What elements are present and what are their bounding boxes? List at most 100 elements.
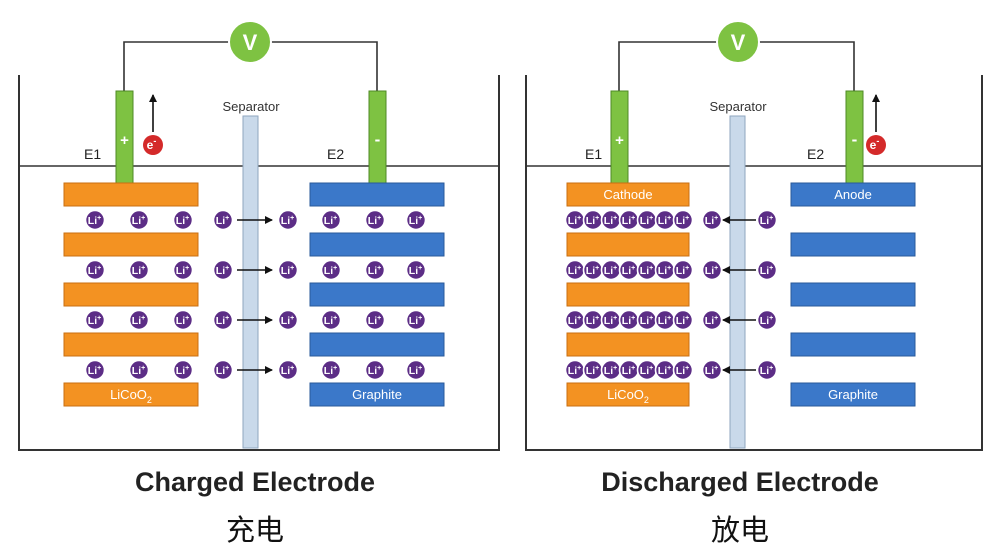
charged-anode-ion-r2-1-label: Li+ bbox=[324, 265, 337, 277]
discharged-voltmeter bbox=[716, 20, 760, 64]
discharged-transit-ion-b-r3 bbox=[756, 309, 778, 331]
discharged-cathode-ion-r4-2-label: Li+ bbox=[586, 365, 599, 377]
discharged-cathode-ion-r3-7 bbox=[672, 309, 694, 331]
charged-anode-ion-r4-1 bbox=[320, 359, 342, 381]
discharged-transit-ion-b-r4-label: Li+ bbox=[760, 365, 773, 377]
discharged-transit-ion-a-r2 bbox=[701, 259, 723, 281]
discharged-cathode-ion-r4-7-label: Li+ bbox=[676, 365, 689, 377]
charged-cathode-ion-r3-1 bbox=[84, 309, 106, 331]
discharged-cathode-ion-r1-7 bbox=[672, 209, 694, 231]
charged-transit-ion-b-r2-label: Li+ bbox=[281, 265, 294, 277]
charged-cathode-ion-r4-1-label: Li+ bbox=[88, 365, 101, 377]
discharged-licoo2-label: LiCoO2 bbox=[607, 387, 649, 405]
discharged-cathode-ion-r4-3-label: Li+ bbox=[604, 365, 617, 377]
discharged-cathode-ion-r4-7 bbox=[672, 359, 694, 381]
charged-anode-ion-r3-3-label: Li+ bbox=[409, 315, 422, 327]
discharged-graphite-label: Graphite bbox=[828, 387, 878, 402]
charged-transit-ion-a-r3-label: Li+ bbox=[216, 315, 229, 327]
discharged-cathode-ion-r3-6-label: Li+ bbox=[658, 315, 671, 327]
discharged-cathode-label: Cathode bbox=[603, 187, 652, 202]
discharged-cathode-plate-1 bbox=[566, 182, 690, 207]
discharged-transit-ion-a-r1-label: Li+ bbox=[705, 215, 718, 227]
charged-cathode-ion-r3-3-label: Li+ bbox=[176, 315, 189, 327]
discharged-transit-ion-b-r2 bbox=[756, 259, 778, 281]
charged-anode-ion-r2-2-label: Li+ bbox=[368, 265, 381, 277]
charged-transit-ion-b-r1 bbox=[277, 209, 299, 231]
charged-wire-right bbox=[271, 41, 378, 91]
discharged-cathode-ion-r2-6-label: Li+ bbox=[658, 265, 671, 277]
discharged-anode-plate-2 bbox=[790, 232, 916, 257]
charged-anode-ion-r1-3 bbox=[405, 209, 427, 231]
charged-cathode-plate-4 bbox=[63, 332, 199, 357]
charged-separator-label: Separator bbox=[222, 99, 280, 114]
discharged-cathode-ion-r3-3-label: Li+ bbox=[604, 315, 617, 327]
charged-anode-ion-r3-2 bbox=[364, 309, 386, 331]
charged-cathode-ion-r4-2-label: Li+ bbox=[132, 365, 145, 377]
charged-graphite-label: Graphite bbox=[352, 387, 402, 402]
discharged-cathode-ion-r2-2-label: Li+ bbox=[586, 265, 599, 277]
charged-transit-ion-a-r2-label: Li+ bbox=[216, 265, 229, 277]
charged-wire-left bbox=[123, 41, 229, 91]
charged-transit-ion-b-r3 bbox=[277, 309, 299, 331]
discharged-cathode-ion-r3-1-label: Li+ bbox=[568, 315, 581, 327]
discharged-cathode-ion-r3-2-label: Li+ bbox=[586, 315, 599, 327]
charged-cathode-ion-r2-2 bbox=[128, 259, 150, 281]
charged-cathode-ion-r4-3 bbox=[172, 359, 194, 381]
discharged-electron bbox=[866, 135, 886, 155]
charged-cathode-ion-r2-2-label: Li+ bbox=[132, 265, 145, 277]
discharged-cathode-plate-3 bbox=[566, 282, 690, 307]
discharged-cathode-plate-4 bbox=[566, 332, 690, 357]
discharged-cathode-ion-r2-5-label: Li+ bbox=[640, 265, 653, 277]
charged-anode-ion-r4-2-label: Li+ bbox=[368, 365, 381, 377]
charged-anode-ion-r2-3-label: Li+ bbox=[409, 265, 422, 277]
charged-transit-ion-a-r4-label: Li+ bbox=[216, 365, 229, 377]
discharged-transit-ion-a-r3 bbox=[701, 309, 723, 331]
charged-cathode-ion-r1-2 bbox=[128, 209, 150, 231]
charged-anode-ion-r1-2 bbox=[364, 209, 386, 231]
charged-anode-ion-r2-2 bbox=[364, 259, 386, 281]
discharged-voltmeter-label: V bbox=[731, 30, 746, 55]
charged-separator bbox=[242, 115, 259, 449]
charged-e2-label: E2 bbox=[327, 146, 344, 162]
charged-anode-plate-1 bbox=[309, 182, 445, 207]
charged-anode-ion-r1-2-label: Li+ bbox=[368, 215, 381, 227]
charged-transit-ion-b-r1-label: Li+ bbox=[281, 215, 294, 227]
charged-anode-ion-r4-3 bbox=[405, 359, 427, 381]
discharged-cathode-ion-r2-7-label: Li+ bbox=[676, 265, 689, 277]
charged-anode-plate-5 bbox=[309, 382, 445, 407]
charged-cathode-ion-r4-2 bbox=[128, 359, 150, 381]
charged-anode-ion-r2-3 bbox=[405, 259, 427, 281]
charged-caption: Charged Electrode bbox=[134, 467, 376, 497]
discharged-separator bbox=[729, 115, 746, 449]
discharged-anode-plate-3 bbox=[790, 282, 916, 307]
discharged-transit-ion-a-r2-label: Li+ bbox=[705, 265, 718, 277]
discharged-cathode-ion-r3-7-label: Li+ bbox=[676, 315, 689, 327]
discharged-transit-ion-a-r4 bbox=[701, 359, 723, 381]
charged-transit-ion-b-r2 bbox=[277, 259, 299, 281]
discharged-cathode-ion-r2-7 bbox=[672, 259, 694, 281]
charged-licoo2-label: LiCoO2 bbox=[110, 387, 152, 405]
discharged-plus-sign: + bbox=[615, 132, 624, 149]
discharged-anode-label: Anode bbox=[834, 187, 872, 202]
discharged-transit-ion-a-r3-label: Li+ bbox=[705, 315, 718, 327]
discharged-anode-plate-4 bbox=[790, 332, 916, 357]
charged-cathode-ion-r3-2-label: Li+ bbox=[132, 315, 145, 327]
discharged-cathode-ion-r2-4-label: Li+ bbox=[622, 265, 635, 277]
discharged-cathode-ion-r4-4-label: Li+ bbox=[622, 365, 635, 377]
discharged-cathode-ion-r3-5-label: Li+ bbox=[640, 315, 653, 327]
charged-cathode-ion-r1-3 bbox=[172, 209, 194, 231]
charged-cathode-ion-r2-1-label: Li+ bbox=[88, 265, 101, 277]
charged-anode-ion-r1-3-label: Li+ bbox=[409, 215, 422, 227]
discharged-separator-label: Separator bbox=[709, 99, 767, 114]
charged-container bbox=[18, 75, 500, 451]
charged-cathode-ion-r1-1 bbox=[84, 209, 106, 231]
charged-cathode-ion-r2-3 bbox=[172, 259, 194, 281]
discharged-electron-label: e- bbox=[870, 136, 880, 152]
charged-anode-plate-2 bbox=[309, 232, 445, 257]
charged-cathode-ion-r2-3-label: Li+ bbox=[176, 265, 189, 277]
discharged-cathode-ion-r1-5-label: Li+ bbox=[640, 215, 653, 227]
charged-minus-sign: - bbox=[375, 130, 381, 149]
discharged-transit-ion-b-r3-label: Li+ bbox=[760, 315, 773, 327]
